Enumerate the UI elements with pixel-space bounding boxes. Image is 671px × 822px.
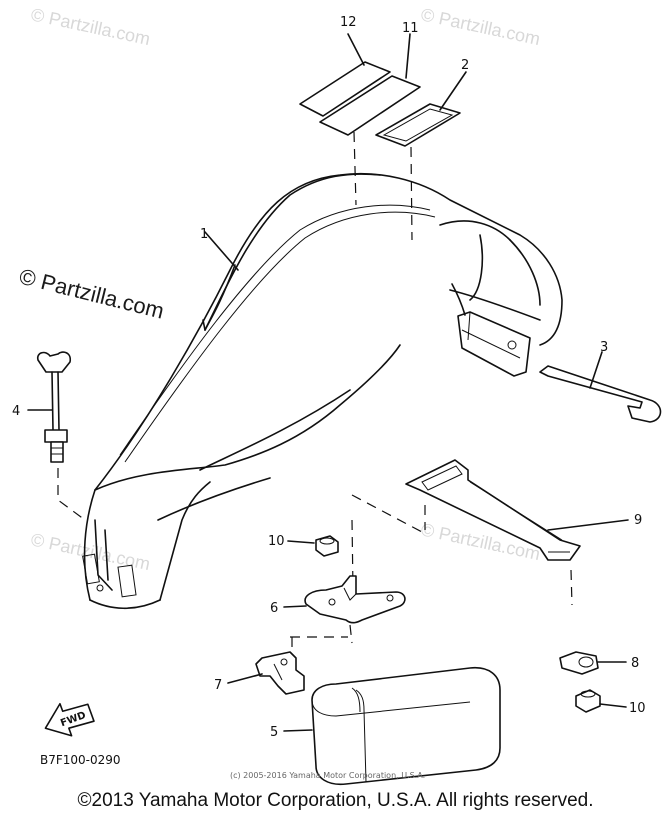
callout-6: 6 — [270, 601, 278, 616]
mount-bracket — [304, 575, 406, 624]
callout-12: 12 — [340, 15, 357, 30]
battery-box — [311, 666, 501, 786]
decal-12 — [299, 61, 391, 117]
flange-nut-lower — [575, 689, 601, 713]
callout-10-upper: 10 — [268, 534, 285, 549]
callout-7: 7 — [214, 678, 222, 693]
callout-5: 5 — [270, 725, 278, 740]
callout-10-lower: 10 — [629, 701, 646, 716]
decal-11 — [319, 75, 421, 136]
rear-fender — [82, 172, 563, 610]
callout-9: 9 — [634, 513, 642, 528]
fwd-arrow-icon: FWD — [44, 702, 95, 737]
callout-2: 2 — [461, 58, 469, 73]
flange-nut-upper — [315, 535, 339, 557]
watermark-main: © Partzilla.com — [17, 264, 167, 324]
small-bracket — [255, 651, 305, 695]
footer-copyright: ©2013 Yamaha Motor Corporation, U.S.A. A… — [77, 790, 594, 811]
callout-11: 11 — [402, 21, 419, 36]
callout-3: 3 — [600, 340, 608, 355]
clip-nut — [559, 651, 599, 675]
small-copyright: (c) 2005-2016 Yamaha Motor Corporation, … — [230, 771, 425, 780]
watermark-text: © Partzilla.com — [419, 4, 542, 49]
callout-1: 1 — [200, 227, 208, 242]
callout-8: 8 — [631, 656, 639, 671]
watermark-text: © Partzilla.com — [29, 4, 152, 49]
decal-2 — [375, 103, 461, 147]
drawing-code: B7F100-0290 — [40, 753, 121, 767]
callout-4: 4 — [12, 404, 20, 419]
watermark-text: © Partzilla.com — [29, 529, 152, 574]
battery-strap — [405, 459, 581, 561]
support-bar — [539, 365, 662, 423]
wing-bolt — [36, 351, 72, 463]
